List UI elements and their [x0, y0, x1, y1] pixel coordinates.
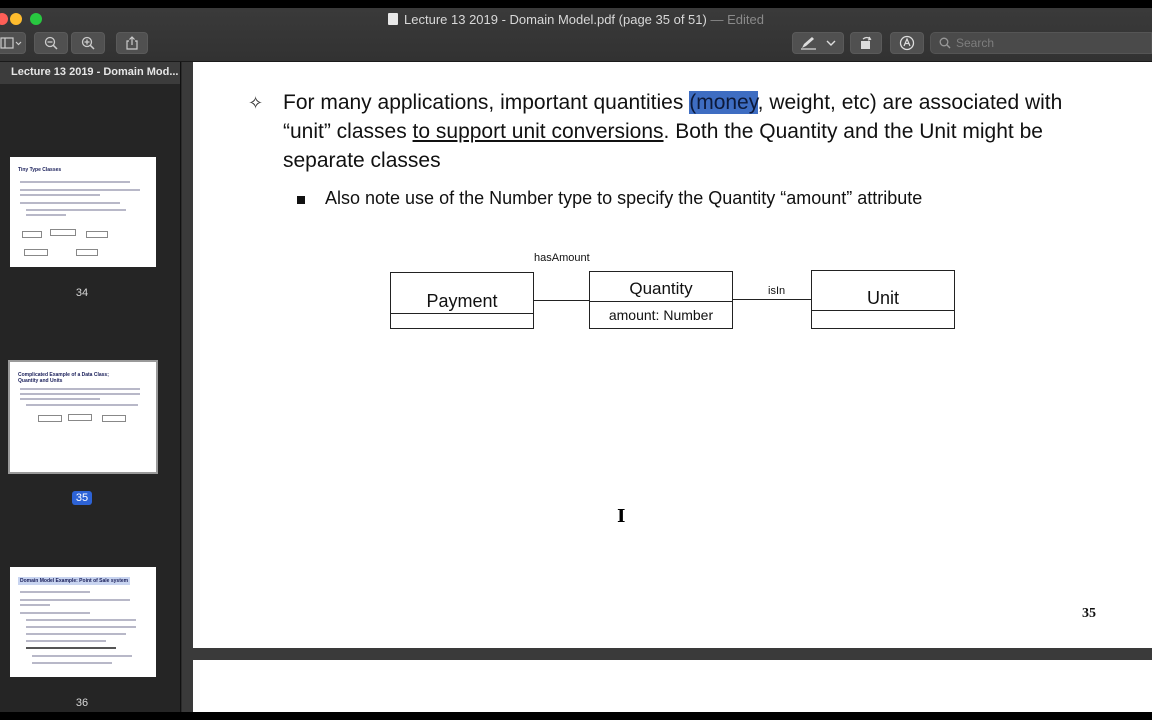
- markup-pen-icon: [801, 37, 816, 50]
- quantity-class-name: Quantity: [629, 279, 693, 298]
- close-window-button[interactable]: [0, 13, 8, 25]
- markup-toolbar-button[interactable]: [792, 32, 844, 54]
- main-bullet-text: For many applications, important quantit…: [283, 88, 1113, 175]
- sidebar-toggle-button[interactable]: [0, 32, 26, 54]
- page-label-35: 35: [0, 491, 164, 505]
- rotate-icon: [861, 36, 872, 49]
- bullet-text-segment: . Both the Quantity and the Unit might b…: [283, 120, 1043, 172]
- title-bar: Lecture 13 2019 - Domain Model.pdf (page…: [0, 8, 1152, 62]
- thumbnail-text-line: [20, 398, 100, 400]
- search-input[interactable]: [956, 36, 1136, 50]
- thumbnail-text-line: [20, 388, 140, 390]
- selected-page-badge: 35: [71, 491, 93, 505]
- class-separator: [590, 301, 732, 302]
- window-title: Lecture 13 2019 - Domain Model.pdf (page…: [0, 12, 1152, 27]
- thumbnail-text-line: [26, 647, 116, 649]
- quantity-class-box: Quantity amount: Number: [589, 271, 733, 329]
- thumbnail-text-line: [20, 604, 50, 606]
- thumbnail-text-line: [26, 633, 126, 635]
- thumbnail-title: Tiny Type Classes: [18, 167, 62, 173]
- page-thumbnail-34[interactable]: Tiny Type Classes: [10, 157, 156, 267]
- thumbnail-text-line: [26, 640, 106, 642]
- thumbnail-text-line: [20, 599, 130, 601]
- thumbnail-text-line: [26, 619, 136, 621]
- thumbnail-text-line: [20, 181, 130, 183]
- thumbnail-sidebar: Lecture 13 2019 - Domain Mod... Tiny Typ…: [0, 62, 181, 712]
- thumbnail-diagram-box: [50, 229, 76, 236]
- sidebar-document-title: Lecture 13 2019 - Domain Mod...: [0, 62, 180, 84]
- sidebar-icon: [0, 37, 22, 49]
- document-view[interactable]: ✧ For many applications, important quant…: [182, 62, 1152, 712]
- thumbnail-diagram-box: [38, 415, 62, 422]
- thumbnail-text-line: [20, 393, 140, 395]
- unit-class-name: Unit: [866, 288, 899, 308]
- bullet-text-segment: , weight, etc) are associated with “unit…: [283, 91, 1063, 143]
- zoom-out-icon: [44, 36, 58, 50]
- search-field[interactable]: [930, 32, 1152, 54]
- thumbnail-diagram-box: [86, 231, 108, 238]
- zoom-in-icon: [81, 36, 95, 50]
- thumbnail-text-line: [26, 626, 136, 628]
- underlined-text: to support unit conversions: [412, 120, 664, 143]
- association-line: [733, 299, 811, 300]
- page-label-34: 34: [75, 287, 89, 299]
- share-icon: [126, 36, 138, 50]
- text-cursor-icon: I: [617, 506, 626, 527]
- has-amount-label: hasAmount: [534, 252, 590, 264]
- pdf-document-icon: [388, 13, 399, 25]
- share-button[interactable]: [116, 32, 148, 54]
- unit-class-box: Unit: [811, 270, 955, 329]
- pdf-page-36-partial: [193, 660, 1152, 712]
- quantity-amount-attribute: amount: Number: [608, 307, 714, 323]
- sub-bullet-text: Also note use of the Number type to spec…: [325, 188, 923, 208]
- minimize-window-button[interactable]: [10, 13, 22, 25]
- slide-page-number: 35: [1082, 606, 1096, 621]
- thumbnail-text-line: [26, 209, 126, 211]
- selected-text-highlight[interactable]: (money: [689, 91, 758, 114]
- bullet-text-segment: For many applications, important quantit…: [283, 91, 690, 114]
- class-separator: [391, 313, 533, 314]
- zoom-window-button[interactable]: [30, 13, 42, 25]
- thumbnail-diagram-box: [24, 249, 48, 256]
- payment-class-name: Payment: [426, 291, 498, 311]
- thumbnail-text-line: [20, 202, 120, 204]
- thumbnail-diagram-box: [102, 415, 126, 422]
- thumbnail-text-line: [26, 404, 138, 406]
- thumbnail-text-line: [20, 591, 90, 593]
- thumbnail-text-line: [20, 612, 90, 614]
- pdf-page-35: ✧ For many applications, important quant…: [193, 62, 1152, 648]
- chevron-down-icon: [826, 40, 836, 46]
- page-thumbnail-36[interactable]: Domain Model Example: Point of Sale syst…: [10, 567, 156, 677]
- thumbnail-text-line: [26, 214, 66, 216]
- window-title-text: Lecture 13 2019 - Domain Model.pdf (page…: [404, 12, 707, 27]
- rotate-button[interactable]: [850, 32, 882, 54]
- square-bullet-icon: [297, 196, 305, 204]
- thumbnail-title: Complicated Example of a Data Class; Qua…: [18, 372, 109, 384]
- edited-indicator: — Edited: [710, 12, 764, 27]
- thumbnail-diagram-box: [68, 414, 92, 421]
- thumbnail-diagram-box: [76, 249, 98, 256]
- page-label-36: 36: [75, 697, 89, 709]
- search-icon: [939, 37, 951, 49]
- is-in-label: isIn: [768, 285, 786, 297]
- payment-class-box: Payment: [390, 272, 534, 329]
- thumbnail-text-line: [20, 189, 140, 191]
- thumbnail-diagram-box: [22, 231, 42, 238]
- association-line: [534, 300, 589, 301]
- thumbnail-text-line: [32, 655, 132, 657]
- thumbnail-text-line: [20, 194, 100, 196]
- thumbnail-title: Domain Model Example: Point of Sale syst…: [18, 577, 131, 585]
- annotate-button[interactable]: [890, 32, 924, 54]
- annotate-icon: [899, 35, 915, 51]
- zoom-in-button[interactable]: [71, 32, 105, 54]
- page-thumbnail-35[interactable]: Complicated Example of a Data Class; Qua…: [10, 362, 156, 472]
- zoom-out-button[interactable]: [34, 32, 68, 54]
- class-separator: [812, 310, 954, 311]
- thumbnail-text-line: [32, 662, 112, 664]
- preview-window: Lecture 13 2019 - Domain Model.pdf (page…: [0, 8, 1152, 712]
- star-bullet-icon: ✧: [248, 93, 264, 113]
